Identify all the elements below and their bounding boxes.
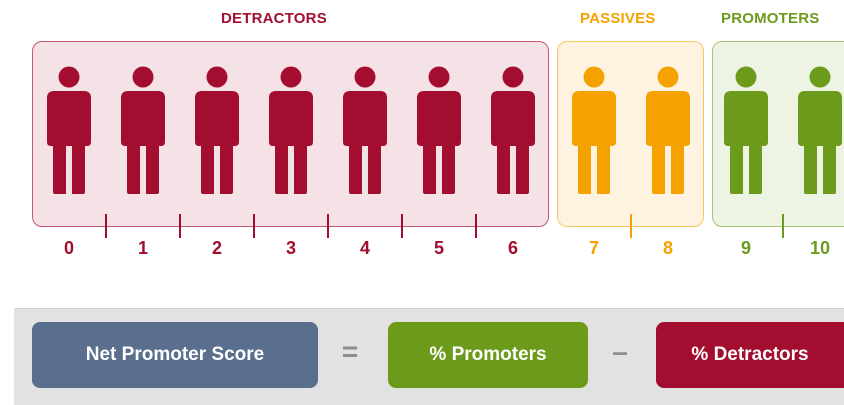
score-label: 5 [433, 238, 444, 258]
detractors-title: DETRACTORS [221, 10, 327, 27]
detractors-percent-box: % Detractors [656, 322, 844, 388]
scale-tick [782, 214, 784, 238]
equals-sign: = [341, 336, 359, 367]
scale-tick [327, 214, 329, 238]
detractor-person-icon [121, 66, 165, 194]
scale-tick [179, 214, 181, 238]
score-label: 2 [211, 238, 222, 258]
detractor-person-icon [417, 66, 461, 194]
score-label: 0 [63, 238, 74, 258]
score-label: 10 [809, 238, 831, 258]
scale-tick [475, 214, 477, 238]
promoter-person-icon [798, 66, 842, 194]
net-promoter-score-box: Net Promoter Score [32, 322, 318, 388]
score-label: 7 [588, 238, 599, 258]
scale-tick [105, 214, 107, 238]
score-label: 6 [507, 238, 518, 258]
score-label: 8 [662, 238, 673, 258]
scale-tick [401, 214, 403, 238]
scale-tick [630, 214, 632, 238]
passives-title: PASSIVES [580, 10, 656, 27]
promoters-title: PROMOTERS [721, 10, 820, 27]
scale-tick [253, 214, 255, 238]
detractor-person-icon [47, 66, 91, 194]
score-label: 9 [740, 238, 751, 258]
minus-sign: – [612, 336, 628, 367]
promoters-percent-box: % Promoters [388, 322, 588, 388]
detractor-person-icon [343, 66, 387, 194]
promoter-person-icon [724, 66, 768, 194]
passive-person-icon [646, 66, 690, 194]
detractor-person-icon [269, 66, 313, 194]
score-label: 3 [285, 238, 296, 258]
score-label: 1 [137, 238, 148, 258]
detractor-person-icon [491, 66, 535, 194]
score-label: 4 [359, 238, 370, 258]
passive-person-icon [572, 66, 616, 194]
detractor-person-icon [195, 66, 239, 194]
